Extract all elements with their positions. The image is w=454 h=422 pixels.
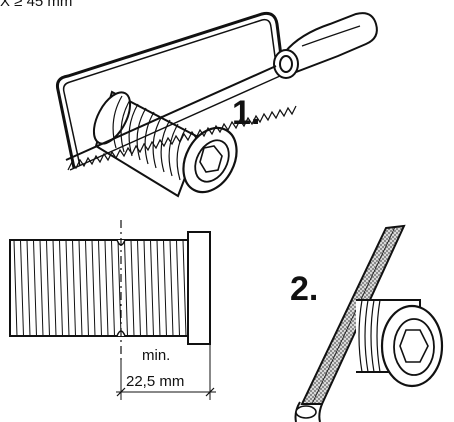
thread-line	[124, 239, 128, 337]
dimension-value: 22,5 mm	[126, 373, 184, 390]
thread-line	[156, 239, 161, 337]
thread-line	[137, 239, 141, 337]
thread-line	[176, 239, 180, 337]
thread-line	[20, 239, 24, 337]
rasp-file-illustration	[294, 224, 406, 422]
step-2-label: 2.	[290, 270, 318, 308]
thread-line	[182, 239, 187, 337]
thread-line	[85, 239, 89, 337]
thread-line	[46, 239, 50, 337]
thread-line	[13, 239, 18, 337]
thread-line	[33, 239, 37, 337]
threaded-tube-step1	[92, 90, 238, 198]
dimension-min-label: min.	[142, 347, 170, 364]
thread-line	[72, 239, 76, 337]
thread-line	[65, 239, 70, 337]
thread-line	[150, 239, 154, 337]
thread-line	[26, 239, 31, 337]
thread-line	[104, 239, 109, 337]
thread-line	[52, 239, 57, 337]
thread-line	[163, 239, 167, 337]
thread-line	[169, 239, 174, 337]
thread-line	[143, 239, 148, 337]
thread-line	[98, 239, 102, 337]
thread-line	[78, 239, 83, 337]
thread-line	[117, 239, 122, 337]
thread-line	[111, 239, 115, 337]
thread-line	[59, 239, 63, 337]
hacksaw-illustration	[56, 12, 378, 169]
threaded-tube-step2	[356, 299, 444, 388]
thread-line	[130, 239, 135, 337]
step-1-label: 1.	[232, 94, 260, 132]
thread-line	[91, 239, 96, 337]
thread-line	[39, 239, 44, 337]
header-text: X ≥ 45 mm	[0, 0, 72, 10]
tube-side-view	[9, 220, 216, 400]
saw-blade	[65, 65, 297, 171]
